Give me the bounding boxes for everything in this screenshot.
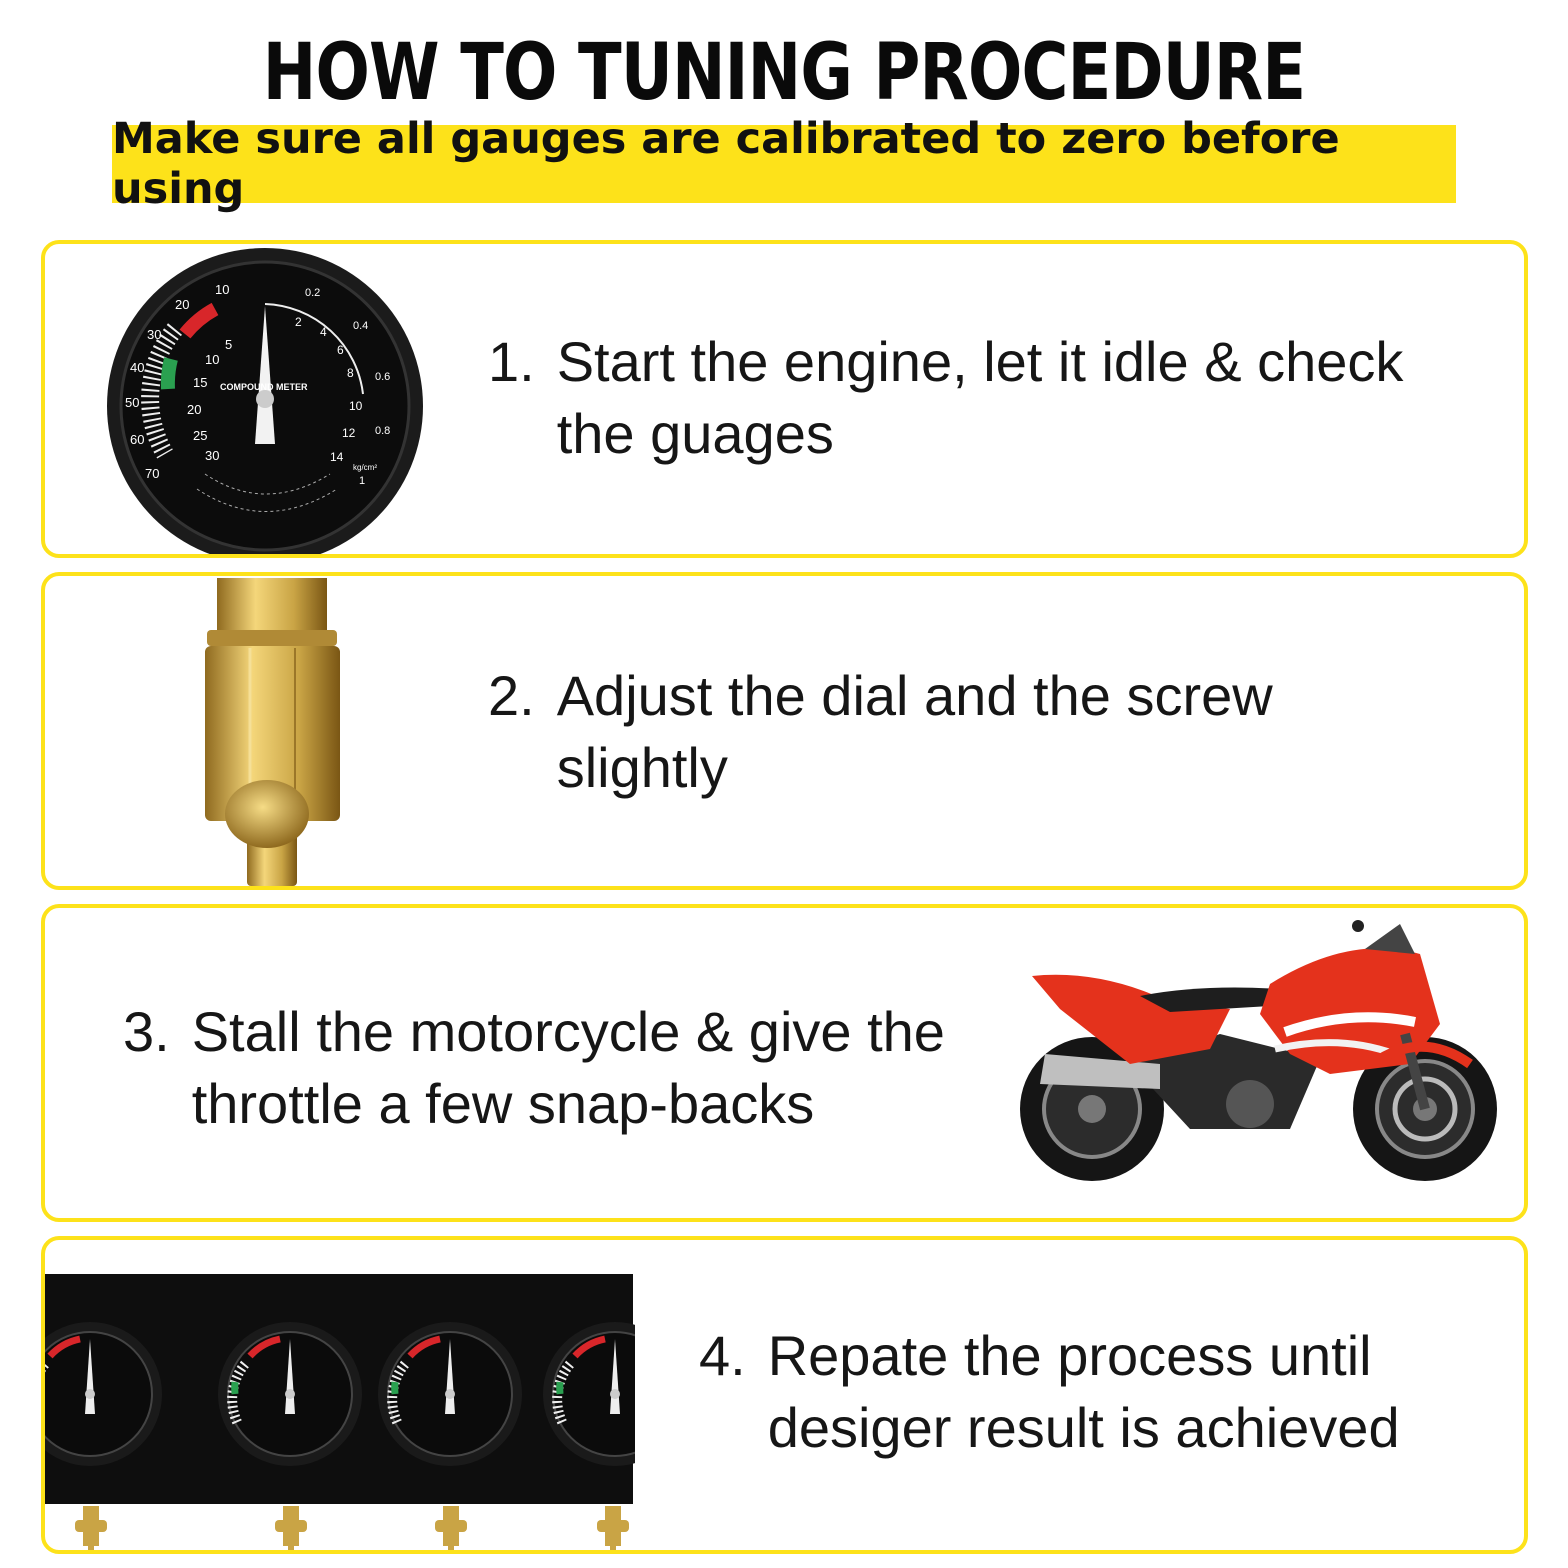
- step-line: Stall the motorcycle & give the: [191, 1000, 945, 1063]
- gauge-scale-label: 50: [125, 395, 139, 410]
- gauge-scale-label: 0.6: [375, 371, 390, 383]
- gauge-scale-label: 10: [215, 282, 229, 297]
- step-number: 3.: [123, 1000, 170, 1063]
- step-line: throttle a few snap-backs: [191, 1072, 815, 1135]
- step-card-2: 2. Adjust the dial and the screw slightl…: [41, 572, 1528, 890]
- calibration-banner: Make sure all gauges are calibrated to z…: [112, 114, 1456, 214]
- step-line: the guages: [556, 402, 834, 465]
- gauge-scale-label: 70: [145, 466, 159, 481]
- gauge-scale-label: 12: [342, 426, 356, 440]
- gauge-scale-label: 20: [187, 402, 201, 417]
- gauge-scale-label: 10: [349, 399, 363, 413]
- gauge-scale-label: 0.2: [305, 287, 320, 299]
- step-text-3: 3. Stall the motorcycle & give the throt…: [123, 996, 945, 1140]
- step-card-4: 4. Repate the process until desiger resu…: [41, 1236, 1528, 1554]
- gauge-unit-label: kg/cm²: [353, 463, 377, 472]
- step-line: Adjust the dial and the screw: [556, 664, 1273, 727]
- motorcycle-icon: [1020, 920, 1497, 1181]
- gauge-scale-label: 60: [130, 432, 144, 447]
- gauge-scale-label: 30: [205, 448, 219, 463]
- gauge-scale-label: 2: [295, 315, 302, 329]
- gauge-scale-label: 25: [193, 428, 207, 443]
- gauge-scale-label: 14: [330, 450, 344, 464]
- vacuum-gauge-icon: 10 20 30 40 50 60 70 5 10 15 20 25 30 2 …: [107, 248, 423, 554]
- step-line: slightly: [556, 736, 728, 799]
- page-title: HOW TO TUNING PROCEDURE: [262, 28, 1306, 118]
- gauge-set-icon: [45, 1274, 635, 1550]
- brass-fitting-icon: [205, 578, 340, 886]
- step-card-1: 10 20 30 40 50 60 70 5 10 15 20 25 30 2 …: [41, 240, 1528, 558]
- gauge-scale-label: 20: [175, 297, 189, 312]
- step-number: 4.: [699, 1324, 746, 1387]
- gauge-scale-label: 4: [320, 325, 327, 339]
- step-number: 1.: [488, 330, 535, 393]
- step-number: 2.: [488, 664, 535, 727]
- gauge-scale-label: 40: [130, 360, 144, 375]
- step-line: Repate the process until: [767, 1324, 1372, 1387]
- gauge-scale-label: 0.8: [375, 425, 390, 437]
- step-line: desiger result is achieved: [767, 1396, 1400, 1459]
- step-text-2: 2. Adjust the dial and the screw slightl…: [488, 660, 1273, 804]
- gauge-scale-label: 5: [225, 337, 232, 352]
- gauge-scale-label: 10: [205, 352, 219, 367]
- gauge-scale-label: 0.4: [353, 320, 368, 332]
- gauge-scale-label: 8: [347, 366, 354, 380]
- gauge-scale-label: 15: [193, 375, 207, 390]
- gauge-scale-label: 1: [359, 475, 365, 487]
- gauge-scale-label: 6: [337, 343, 344, 357]
- gauge-meter-label: COMPOUND METER: [220, 382, 308, 392]
- gauge-scale-label: 30: [147, 327, 161, 342]
- step-card-3: 3. Stall the motorcycle & give the throt…: [41, 904, 1528, 1222]
- step-text-1: 1. Start the engine, let it idle & check…: [488, 326, 1403, 470]
- step-line: Start the engine, let it idle & check: [556, 330, 1404, 393]
- step-text-4: 4. Repate the process until desiger resu…: [699, 1320, 1400, 1464]
